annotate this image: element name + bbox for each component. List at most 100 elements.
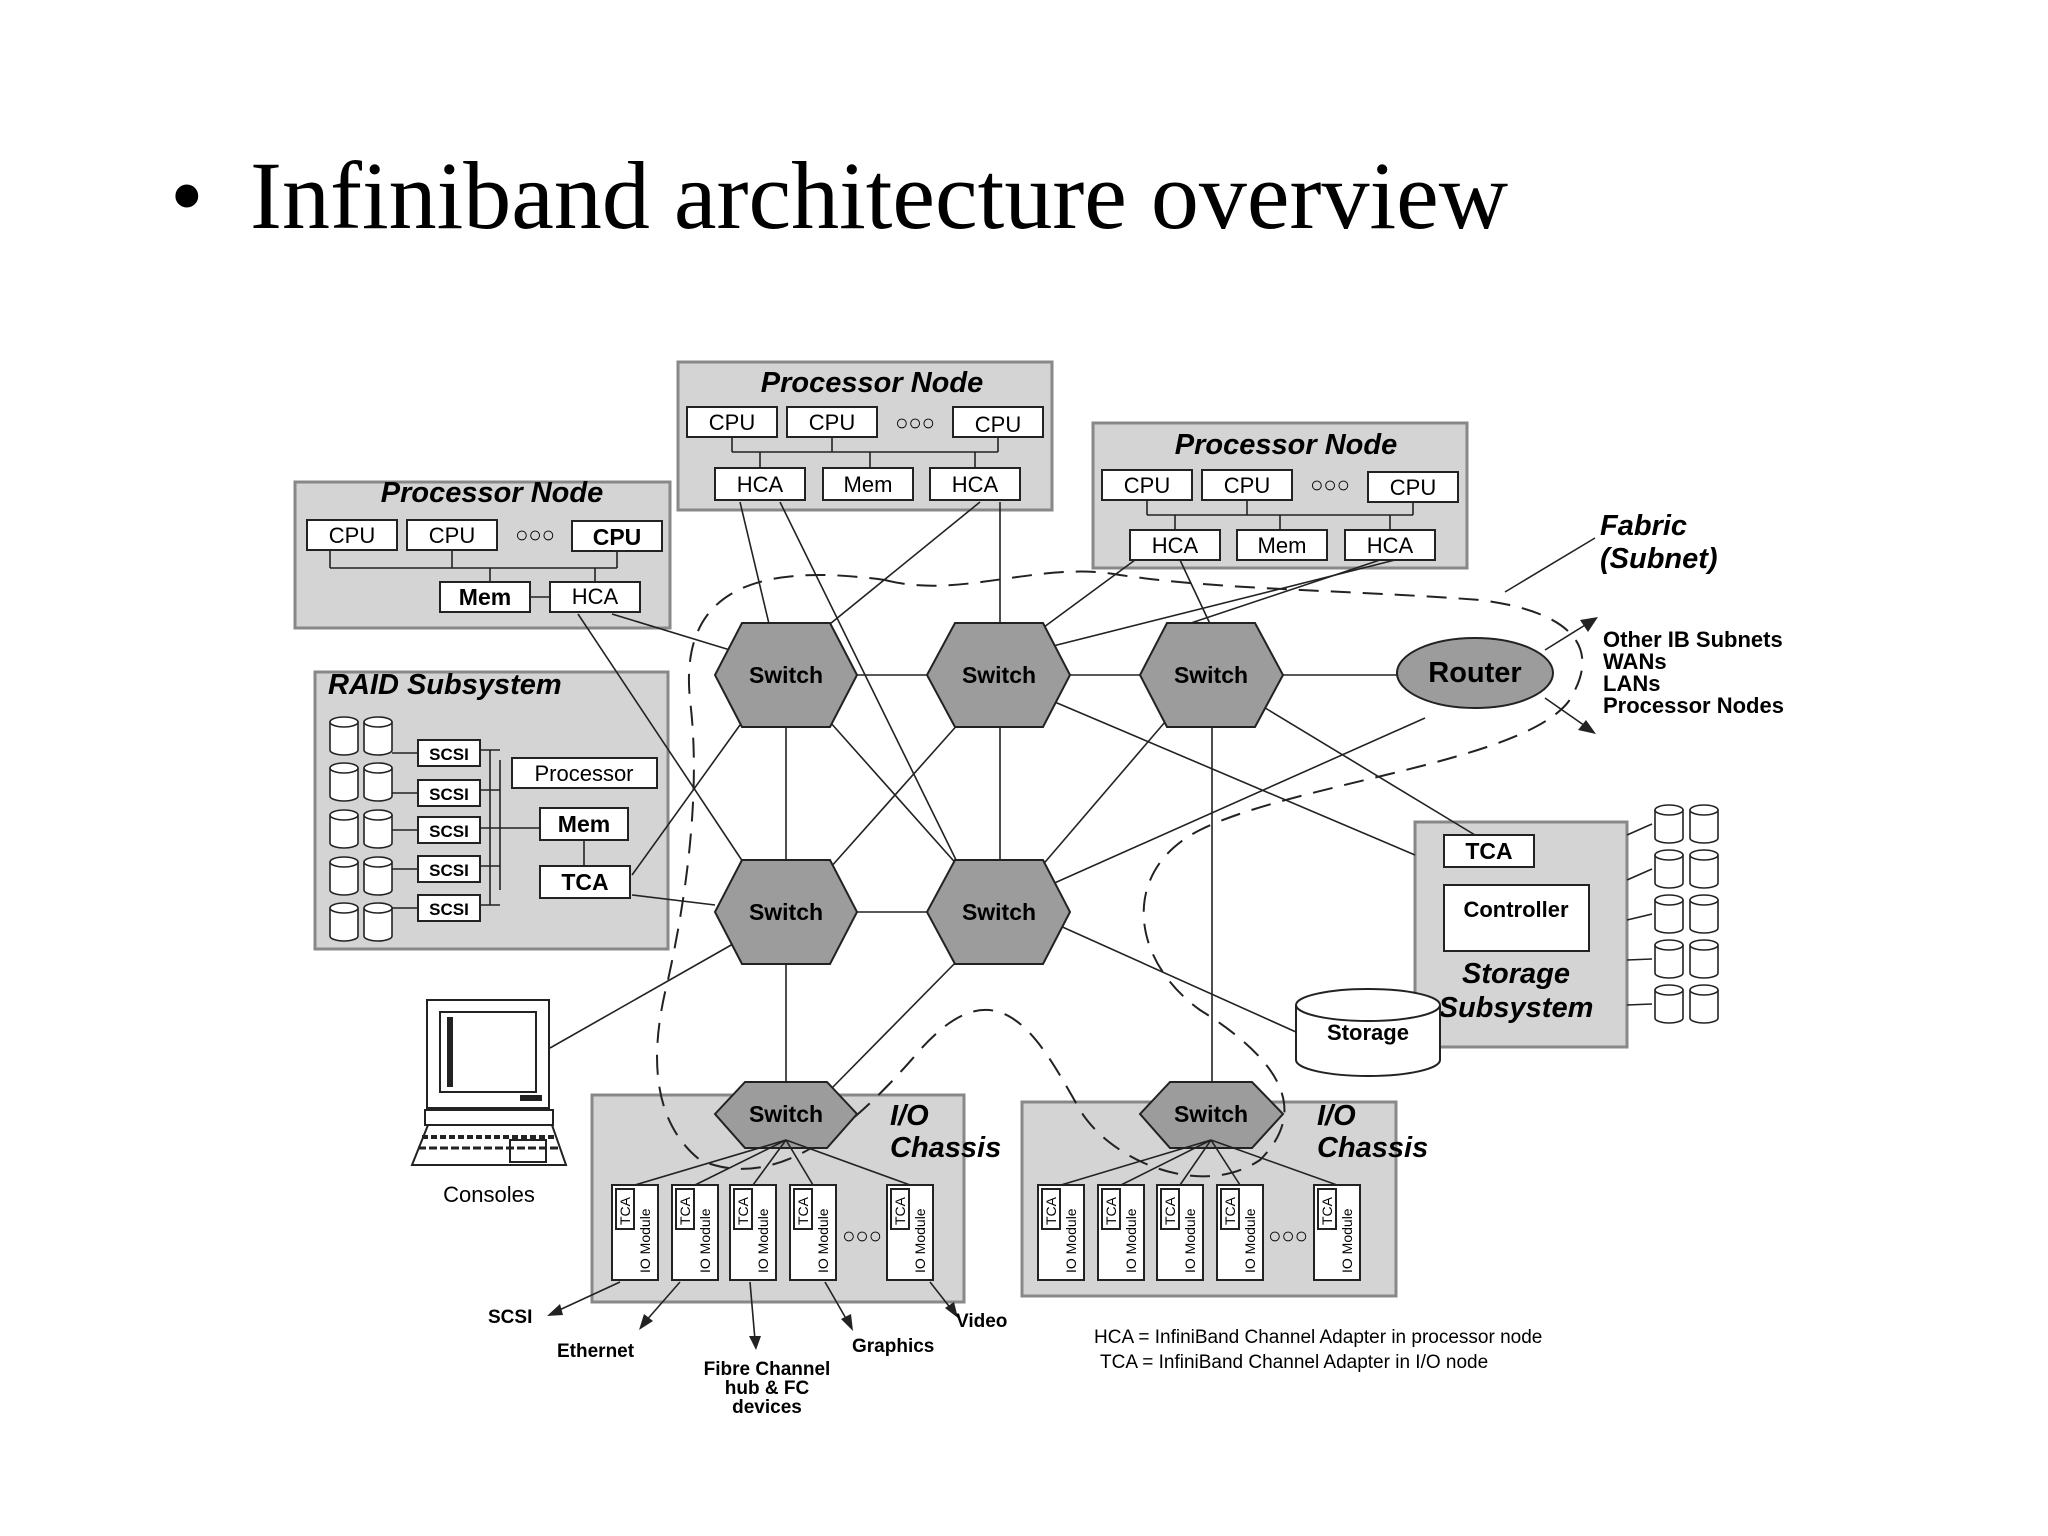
output-fibre-2: hub & FC (725, 1378, 810, 1399)
fabric-label-subnet: (Subnet) (1600, 543, 1718, 575)
cpu-label: CPU (709, 410, 755, 435)
switch-io-right: Switch (1138, 1081, 1285, 1149)
router: Router (1396, 637, 1554, 709)
storage-subsystem-title: Storage (1462, 958, 1570, 990)
hca-label: HCA (572, 584, 619, 609)
storage-subsystem-internals (1443, 834, 1590, 952)
io-module-label: IO Module (697, 1208, 713, 1273)
storage-cylinder (1295, 988, 1441, 1077)
disk-icon (329, 716, 359, 756)
io-tca-label: TCA (1222, 1196, 1238, 1225)
router-label: Router (1428, 657, 1521, 689)
storage-subsystem-title-2: Subsystem (1439, 992, 1594, 1024)
io-chassis-right-title: I/O (1317, 1100, 1356, 1132)
disk-icon (329, 856, 359, 896)
fabric-pointer (1504, 537, 1596, 593)
slide-title: • Infiniband architecture overview (170, 140, 1508, 251)
hca-label: HCA (737, 472, 784, 497)
hca-label: HCA (1367, 533, 1414, 558)
io-module-label: IO Module (1063, 1208, 1079, 1273)
io-chassis-right-title-2: Chassis (1317, 1132, 1428, 1164)
disk-icon (1654, 849, 1684, 889)
slide-title-text: Infiniband architecture overview (250, 142, 1509, 249)
console-icon (410, 999, 568, 1166)
switch-top-right: Switch (1138, 622, 1285, 728)
mem-label: Mem (459, 584, 511, 610)
io-tca-label: TCA (1319, 1196, 1335, 1225)
processor-node-top-internals (686, 406, 1044, 501)
processor-node-left-internals (306, 519, 663, 613)
disk-icon (1654, 804, 1684, 844)
disk-icon (1654, 984, 1684, 1024)
disk-icon (363, 762, 393, 802)
disk-icon (1689, 804, 1719, 844)
fabric-links (549, 501, 1476, 1091)
hca-label: HCA (952, 472, 999, 497)
ellipsis: ○○○ (1268, 1223, 1308, 1248)
disk-icon (1689, 894, 1719, 934)
scsi-box (417, 855, 481, 883)
output-scsi: SCSI (488, 1307, 532, 1328)
scsi-label: SCSI (429, 822, 469, 841)
output-graphics: Graphics (852, 1336, 934, 1357)
disk-icon (329, 809, 359, 849)
switch-label: Switch (1174, 1101, 1248, 1127)
ellipsis: ○○○ (895, 410, 935, 435)
switch-middle-center: Switch (925, 859, 1072, 965)
disk-icon (329, 902, 359, 942)
cpu-label: CPU (429, 523, 475, 548)
switch-label: Switch (749, 1101, 823, 1127)
bullet-dot: • (170, 142, 204, 249)
output-fibre-1: Fibre Channel (704, 1359, 831, 1380)
router-arrow-up (1544, 621, 1591, 651)
io-module-label: IO Module (815, 1208, 831, 1273)
fabric-boundary (656, 570, 1584, 1178)
cpu-label: CPU (593, 524, 642, 550)
ellipsis: ○○○ (1310, 472, 1350, 497)
disk-icon (363, 902, 393, 942)
disk-icon (1654, 894, 1684, 934)
disk-icon (363, 809, 393, 849)
io-module-label: IO Module (1182, 1208, 1198, 1273)
mem-label: Mem (844, 472, 893, 497)
scsi-label: SCSI (429, 900, 469, 919)
switch-top-left: Switch (713, 622, 859, 728)
output-ethernet: Ethernet (557, 1341, 635, 1362)
io-module-label: IO Module (1123, 1208, 1139, 1273)
io-module-label: IO Module (755, 1208, 771, 1273)
switch-label: Switch (749, 662, 823, 688)
ellipsis: ○○○ (515, 522, 555, 547)
raid-tca-label: TCA (561, 869, 608, 895)
cpu-label: CPU (809, 410, 855, 435)
processor-node-title: Processor Node (761, 367, 983, 399)
switch-label: Switch (962, 899, 1036, 925)
hca-label: HCA (1152, 533, 1199, 558)
router-target-2: WANs (1603, 649, 1667, 674)
raid-processor-label: Processor (534, 761, 633, 786)
scsi-box (417, 816, 481, 844)
cpu-label: CPU (1124, 473, 1170, 498)
switch-label: Switch (962, 662, 1036, 688)
switch-middle-left: Switch (713, 859, 859, 965)
switch-io-left: Switch (713, 1081, 859, 1149)
switch-label: Switch (1174, 662, 1248, 688)
cpu-label: CPU (975, 412, 1021, 437)
switch-top-middle: Switch (925, 622, 1072, 728)
io-tca-label: TCA (735, 1196, 751, 1225)
raid-subsystem-title: RAID Subsystem (328, 669, 562, 701)
io-output-arrows (547, 1281, 958, 1350)
processor-node-right-internals (1101, 469, 1459, 561)
processor-node-title: Processor Node (1175, 429, 1397, 461)
disk-icon (363, 856, 393, 896)
